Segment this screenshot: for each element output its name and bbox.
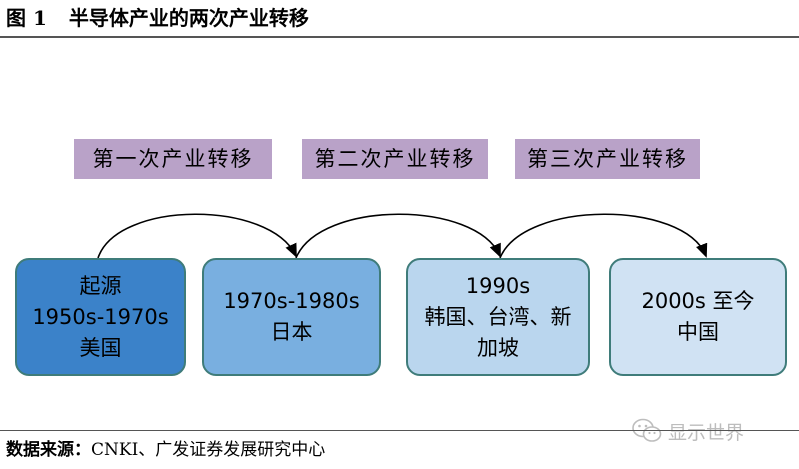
watermark: 显示世界 xyxy=(632,416,744,446)
watermark-text: 显示世界 xyxy=(668,421,745,444)
stage-box-asia: 1990s 韩国、台湾、新 加坡 xyxy=(406,258,590,376)
figure-number: 图 1 xyxy=(6,6,47,30)
wechat-icon xyxy=(632,418,662,442)
stage-4-line-2: 中国 xyxy=(677,320,719,344)
stage-box-china: 2000s 至今 中国 xyxy=(609,258,787,376)
stage-box-japan: 1970s-1980s 日本 xyxy=(202,258,381,376)
figure-title-text: 半导体产业的两次产业转移 xyxy=(68,6,309,30)
source-text: CNKI、广发证券发展研究中心 xyxy=(91,440,326,460)
transfer-arrow-1 xyxy=(97,213,297,259)
top-rule xyxy=(0,36,799,38)
stage-2-line-1: 1970s-1980s xyxy=(223,289,360,313)
stage-4-line-1: 2000s 至今 xyxy=(641,289,755,313)
stage-3-line-3: 加坡 xyxy=(477,335,519,360)
stage-3-line-2: 韩国、台湾、新 xyxy=(424,304,572,329)
source-note: 数据来源：CNKI、广发证券发展研究中心 xyxy=(6,436,325,464)
bottom-rule xyxy=(0,430,799,431)
stage-3-line-1: 1990s xyxy=(465,273,531,298)
figure-title: 图 1 半导体产业的两次产业转移 xyxy=(6,4,309,32)
stage-box-origin: 起源 1950s-1970s 美国 xyxy=(15,258,186,376)
transfer-label-1: 第一次产业转移 xyxy=(74,139,272,179)
stage-2-line-2: 日本 xyxy=(270,320,313,344)
transfer-label-3: 第三次产业转移 xyxy=(515,139,700,179)
transfer-arrow-2 xyxy=(295,213,501,259)
stage-1-line-3: 美国 xyxy=(79,335,122,360)
transfer-label-2: 第二次产业转移 xyxy=(302,139,488,179)
transfer-arrow-3 xyxy=(499,213,708,259)
stage-1-line-1: 起源 xyxy=(79,273,122,298)
stage-1-line-2: 1950s-1970s xyxy=(32,304,169,329)
source-label: 数据来源： xyxy=(6,440,91,460)
